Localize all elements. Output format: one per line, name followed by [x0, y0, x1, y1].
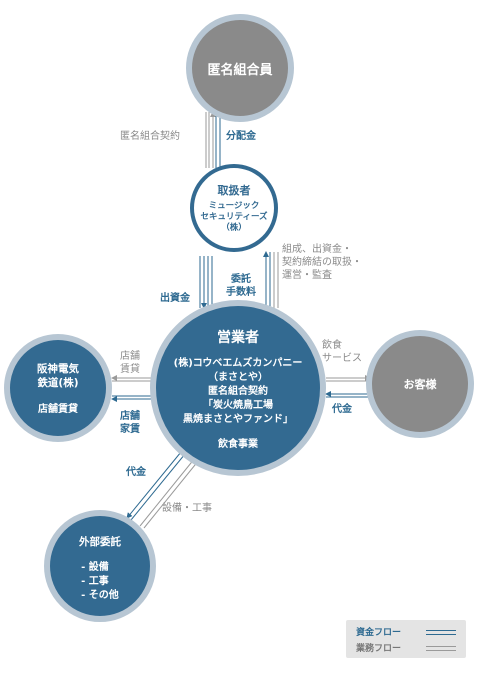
rent-service-label: 店舗 賃貸 [120, 351, 140, 375]
landlord-node: 阪神電気 鉄道(株) 店舗賃貸 [4, 334, 112, 442]
contract-flow-label: 匿名組合契約 [120, 131, 180, 142]
operator-company: (株)コウベエムズカンパニー （まさとや） [173, 357, 303, 383]
construction-label: 設備・工事 [162, 503, 212, 514]
handler-node: 取扱者 ミュージック セキュリティーズ （株） [190, 164, 278, 252]
legend-money-line [426, 630, 456, 635]
legend: 資金フロー 業務フロー [346, 620, 466, 658]
contractor-payment-label: 代金 [126, 467, 146, 478]
operator-contractor-lines [126, 451, 200, 529]
investors-node: 匿名組合員 [186, 14, 294, 122]
customers-label: お客様 [403, 378, 437, 391]
landlord-role: 店舗賃貸 [38, 403, 78, 415]
investor-handler-lines [205, 111, 223, 168]
legend-service-label: 業務フロー [356, 644, 402, 654]
customers-node: お客様 [366, 330, 474, 438]
operator-contract: 匿名組合契約 [208, 385, 268, 397]
handler-operator-lines [199, 251, 279, 309]
food-service-label: 飲食 サービス [322, 340, 362, 364]
handler-title: 取扱者 [217, 184, 251, 197]
dividend-flow-label: 分配金 [226, 131, 256, 142]
customer-payment-label: 代金 [332, 404, 352, 415]
operator-title: 営業者 [217, 329, 259, 346]
operator-node: 営業者 (株)コウベエムズカンパニー （まさとや） 匿名組合契約 「炭火焼鳥工場… [150, 300, 326, 476]
legend-service-line [426, 646, 456, 651]
operator-customer-lines [325, 375, 371, 398]
operator-landlord-lines [111, 375, 152, 402]
contractor-title: 外部委託 [79, 536, 121, 548]
handler-tasks-label: 組成、出資金・ 契約締結の取扱・ 運営・監査 [282, 244, 362, 281]
operator-fund: 「炭火焼鳥工場 黒焼まさとやファンド」 [183, 399, 293, 425]
investment-flow-label: 出資金 [160, 293, 190, 304]
rent-fee-label: 店舗 家賃 [120, 411, 140, 435]
investors-label: 匿名組合員 [207, 62, 273, 78]
contractor-items: - 設備 - 工事 - その他 [81, 562, 119, 601]
landlord-name: 阪神電気 鉄道(株) [37, 362, 79, 389]
legend-money-label: 資金フロー [356, 628, 402, 638]
fee-flow-label: 委託 手数料 [226, 274, 256, 298]
operator-business: 飲食事業 [218, 438, 258, 450]
contractor-node: 外部委託 - 設備 - 工事 - その他 [44, 510, 156, 622]
handler-company: ミュージック セキュリティーズ （株） [200, 201, 268, 233]
